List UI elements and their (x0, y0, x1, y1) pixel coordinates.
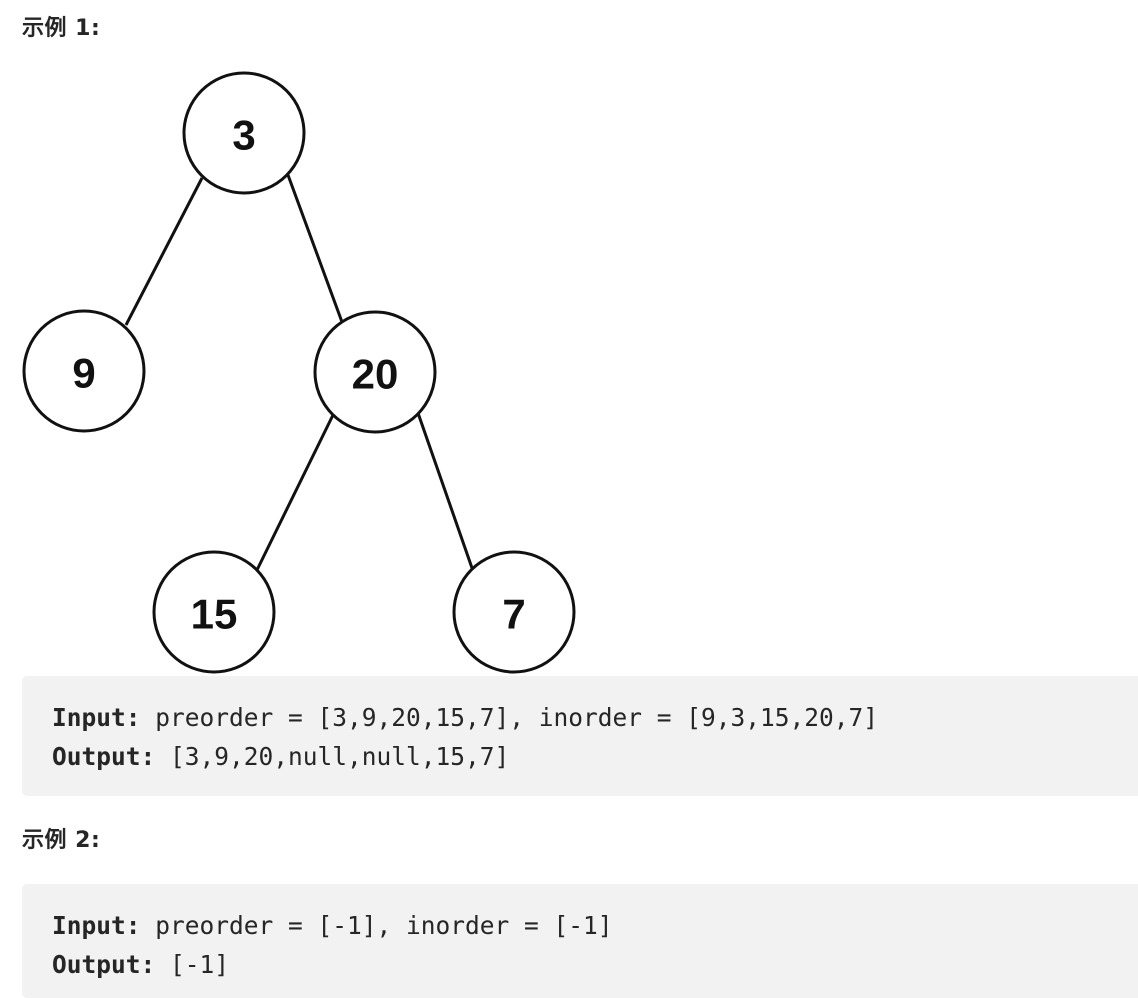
example-1-code-block: Input: preorder = [3,9,20,15,7], inorder… (22, 676, 1138, 796)
tree-node-3: 3 (182, 71, 306, 195)
tree-node-7: 7 (452, 550, 576, 674)
example-1-heading: 示例 1: (22, 16, 101, 41)
tree-node-9: 9 (22, 309, 146, 433)
tree-edges (124, 174, 474, 571)
example-2-output-line: Output: [-1] (52, 945, 1138, 984)
example-1-output-line: Output: [3,9,20,null,null,15,7] (52, 737, 1138, 776)
tree-node-15-label: 15 (191, 591, 238, 638)
tree-node-20-label: 20 (352, 351, 399, 398)
example-1-output-value: [3,9,20,null,null,15,7] (155, 742, 510, 771)
example-2-output-value: [-1] (155, 950, 230, 979)
tree-edge-20-15 (255, 414, 335, 571)
example-2-input-label: Input: (52, 911, 141, 940)
binary-tree-diagram: 3 9 20 15 7 (22, 71, 576, 674)
tree-node-20: 20 (313, 310, 437, 434)
example-2-code-block: Input: preorder = [-1], inorder = [-1] O… (22, 884, 1138, 998)
tree-node-15: 15 (152, 550, 276, 674)
example-1-output-label: Output: (52, 742, 156, 771)
example-1-input-value: preorder = [3,9,20,15,7], inorder = [9,3… (140, 703, 879, 732)
tree-node-9-label: 9 (72, 350, 95, 397)
tree-edge-3-20 (286, 174, 344, 323)
example-1-input-label: Input: (52, 703, 141, 732)
tree-node-7-label: 7 (502, 591, 525, 638)
example-2-heading: 示例 2: (22, 828, 101, 853)
example-1-input-line: Input: preorder = [3,9,20,15,7], inorder… (52, 698, 1138, 737)
example-2-input-value: preorder = [-1], inorder = [-1] (140, 911, 613, 940)
example-2-output-label: Output: (52, 950, 156, 979)
tree-edge-3-9 (124, 177, 204, 326)
example-2-input-line: Input: preorder = [-1], inorder = [-1] (52, 906, 1138, 945)
tree-edge-20-7 (416, 412, 474, 569)
tree-node-3-label: 3 (232, 112, 255, 159)
